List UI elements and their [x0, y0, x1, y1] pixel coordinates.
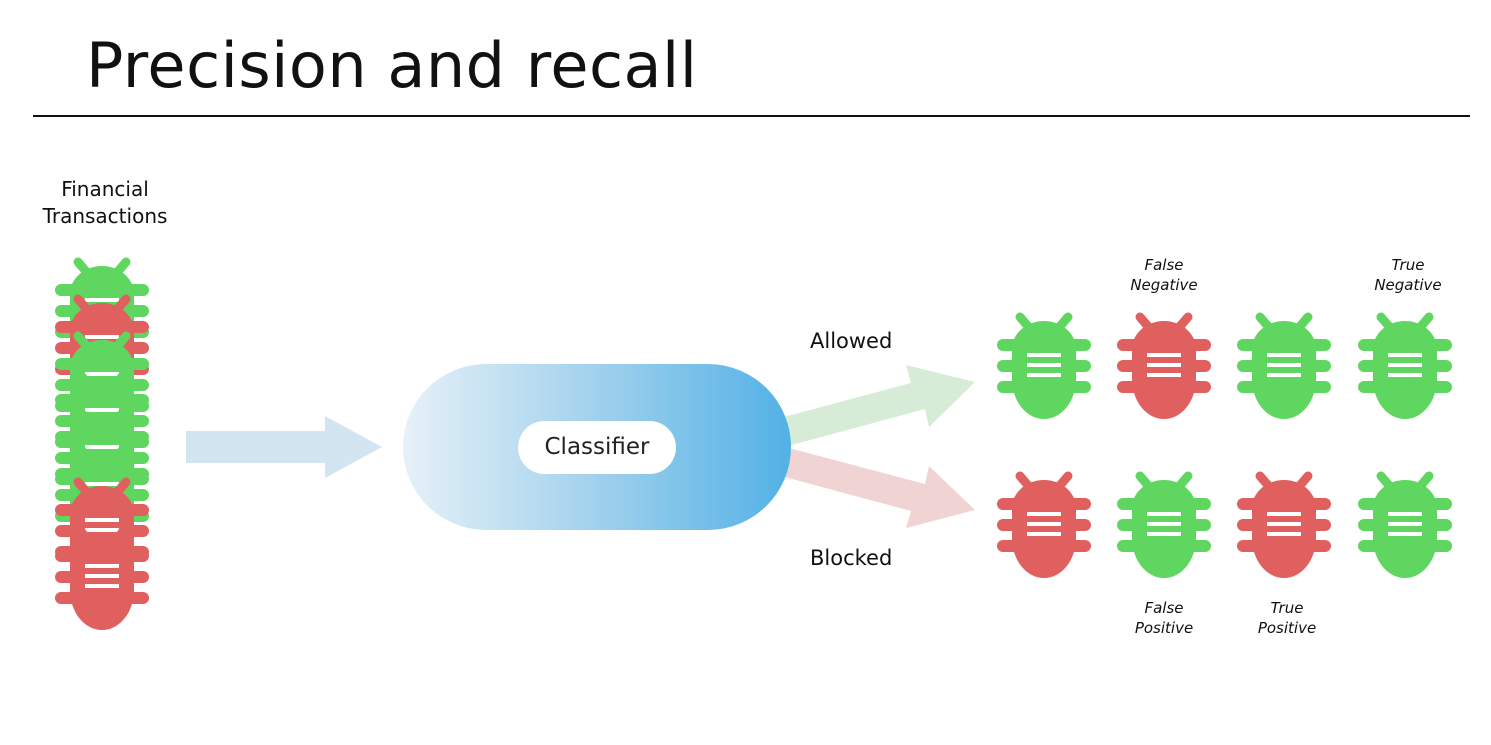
true-positive-line1: True	[1270, 599, 1304, 617]
outcome-grid	[1003, 317, 1446, 578]
title-divider	[33, 115, 1470, 117]
blocked-label: Blocked	[810, 546, 893, 570]
allowed-arrow	[780, 365, 975, 446]
true-negative-line2: Negative	[1374, 276, 1442, 294]
true-negative-label: True Negative	[1348, 255, 1468, 295]
blocked-1-fraud-bug-icon	[1003, 476, 1085, 578]
true-negative-line1: True	[1391, 256, 1425, 274]
allowed-label: Allowed	[810, 329, 893, 353]
allowed-1-legit-bug-icon	[1003, 317, 1085, 419]
true-positive-line2: Positive	[1257, 619, 1317, 637]
source-label-line2: Transactions	[42, 204, 168, 228]
source-label: Financial Transactions	[25, 176, 185, 230]
blocked-4-legit-bug-icon	[1364, 476, 1446, 578]
blocked-3-fraud-bug-icon	[1243, 476, 1325, 578]
blocked-2-legit-bug-icon	[1123, 476, 1205, 578]
allowed-3-legit-bug-icon	[1243, 317, 1325, 419]
false-positive-line1: False	[1144, 599, 1184, 617]
allowed-4-legit-bug-icon	[1364, 317, 1446, 419]
classifier-button[interactable]: Classifier	[518, 421, 676, 474]
false-negative-label: False Negative	[1104, 255, 1224, 295]
page-title: Precision and recall	[86, 29, 698, 102]
true-positive-label: True Positive	[1227, 598, 1347, 638]
allowed-2-fraud-bug-icon	[1123, 317, 1205, 419]
input-arrow	[186, 416, 382, 478]
false-negative-line2: Negative	[1130, 276, 1198, 294]
transaction-stack	[61, 262, 143, 630]
false-positive-line2: Positive	[1134, 619, 1194, 637]
false-positive-label: False Positive	[1104, 598, 1224, 638]
source-label-line1: Financial	[61, 177, 149, 201]
false-negative-line1: False	[1144, 256, 1184, 274]
blocked-arrow	[781, 448, 975, 528]
